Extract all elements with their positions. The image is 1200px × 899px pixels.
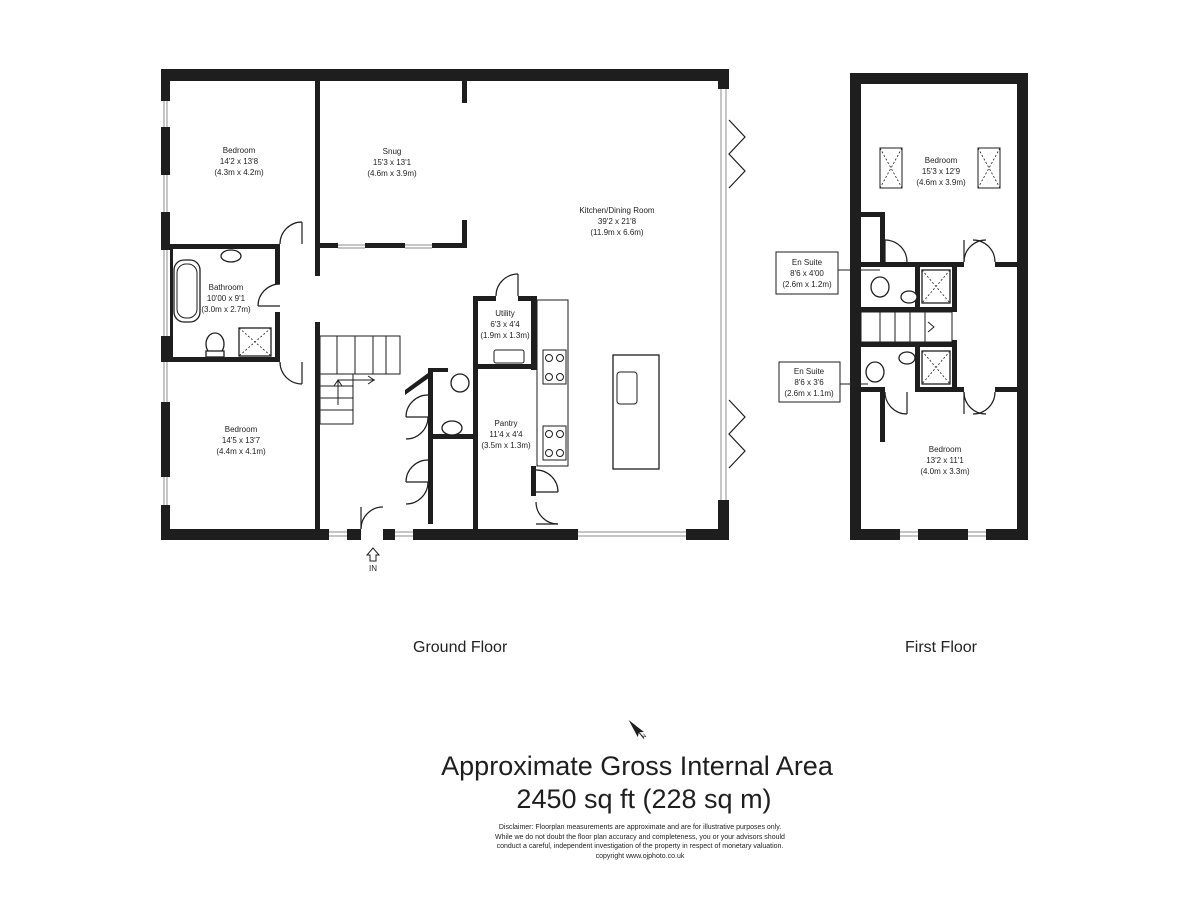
room-label-utility: Utility 6'3 x 4'4 (1.9m x 1.3m) <box>480 309 530 340</box>
first-floor-plan <box>775 73 1028 540</box>
room-label-first-floor-bedroom: Bedroom 15'3 x 12'9 (4.6m x 3.9m) <box>916 156 966 187</box>
room-size: 15'3 x 13'1 <box>373 158 412 167</box>
entrance-label: IN <box>369 564 377 573</box>
room-label-snug: Snug 15'3 x 13'1 (4.6m x 3.9m) <box>367 147 417 178</box>
room-size: 14'2 x 13'8 <box>220 157 259 166</box>
window-marks <box>163 89 727 537</box>
disclaimer: Disclaimer: Floorplan measurements are a… <box>0 823 1200 861</box>
copyright-line: copyright www.ojphoto.co.uk <box>595 852 685 860</box>
room-name: En Suite <box>794 367 825 376</box>
room-size-metric: (11.9m x 6.6m) <box>590 228 644 237</box>
ground-stairs <box>319 335 401 425</box>
room-label-bathroom: Bathroom 10'00 x 9'1 (3.0m x 2.7m) <box>201 283 251 314</box>
room-size-metric: (4.6m x 3.9m) <box>916 178 966 187</box>
room-size: 6'3 x 4'4 <box>490 320 520 329</box>
room-size: 11'4 x 4'4 <box>489 430 523 439</box>
room-label-pantry: Pantry 11'4 x 4'4 (3.5m x 1.3m) <box>481 419 531 450</box>
room-label-first-floor-bedroom: Bedroom 13'2 x 11'1 (4.0m x 3.3m) <box>920 445 970 476</box>
room-name: Bathroom <box>209 283 244 292</box>
room-size-metric: (2.6m x 1.1m) <box>784 389 834 398</box>
room-name: Bedroom <box>225 425 258 434</box>
room-label-en-suite: En Suite 8'6 x 4'00 (2.6m x 1.2m) <box>782 258 832 289</box>
room-name: Bedroom <box>925 156 958 165</box>
room-name: Snug <box>383 147 402 156</box>
room-size-metric: (4.0m x 3.3m) <box>920 467 970 476</box>
room-label-kitchen-dining: Kitchen/Dining Room 39'2 x 21'8 (11.9m x… <box>579 206 654 237</box>
room-label-bedroom: Bedroom 14'2 x 13'8 (4.3m x 4.2m) <box>214 146 264 177</box>
room-size-metric: (3.5m x 1.3m) <box>481 441 531 450</box>
north-arrow-icon: N <box>628 720 648 741</box>
room-name: En Suite <box>792 258 823 267</box>
gross-area-title: Approximate Gross Internal Area <box>441 751 833 781</box>
room-size: 14'5 x 13'7 <box>222 436 261 445</box>
disclaimer-line: Disclaimer: Floorplan measurements are a… <box>498 824 782 831</box>
room-label-en-suite: En Suite 8'6 x 3'6 (2.6m x 1.1m) <box>784 367 834 398</box>
skylight-icon <box>879 147 1001 189</box>
room-size-metric: (4.6m x 3.9m) <box>367 169 417 178</box>
entrance-arrow-icon <box>365 547 381 562</box>
disclaimer-line: While we do not doubt the floor plan acc… <box>495 833 785 841</box>
kitchen-hob <box>542 349 567 461</box>
room-size: 39'2 x 21'8 <box>598 217 637 226</box>
room-size: 8'6 x 4'00 <box>790 269 824 278</box>
ground-floor-title: Ground Floor <box>413 639 508 656</box>
room-label-bedroom: Bedroom 14'5 x 13'7 (4.4m x 4.1m) <box>216 425 266 456</box>
room-size-metric: (2.6m x 1.2m) <box>782 280 832 289</box>
room-size: 13'2 x 11'1 <box>926 456 964 465</box>
ground-floor-plan: IN <box>161 69 746 573</box>
room-size-metric: (4.4m x 4.1m) <box>216 447 266 456</box>
room-size-metric: (4.3m x 4.2m) <box>214 168 264 177</box>
room-name: Pantry <box>494 419 517 428</box>
first-floor-title: First Floor <box>905 639 977 656</box>
room-size-metric: (1.9m x 1.3m) <box>480 331 530 340</box>
room-size: 8'6 x 3'6 <box>794 378 824 387</box>
room-size-metric: (3.0m x 2.7m) <box>201 305 251 314</box>
room-size: 10'00 x 9'1 <box>207 294 246 303</box>
room-size: 15'3 x 12'9 <box>922 167 961 176</box>
room-name: Bedroom <box>223 146 256 155</box>
gross-area-value: 2450 sq ft (228 sq m) <box>516 784 772 814</box>
room-name: Bedroom <box>929 445 962 454</box>
svg-text:N: N <box>641 733 648 740</box>
room-name: Kitchen/Dining Room <box>579 206 654 215</box>
disclaimer-line: conduct a careful, independent investiga… <box>496 843 784 850</box>
room-name: Utility <box>495 309 515 318</box>
